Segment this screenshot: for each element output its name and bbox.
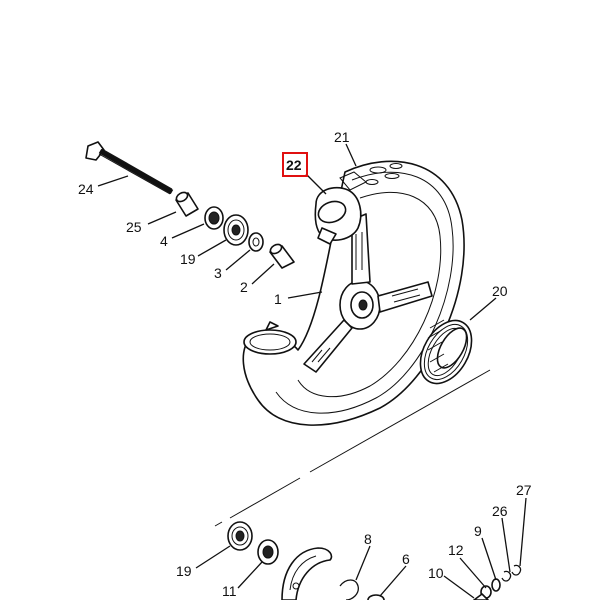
callout-25[interactable]: 25 xyxy=(126,219,142,235)
tire-20 xyxy=(419,319,473,385)
oil-seal-4 xyxy=(204,206,224,230)
callout-26[interactable]: 26 xyxy=(492,503,508,519)
callout-10[interactable]: 10 xyxy=(428,565,444,581)
callout-8[interactable]: 8 xyxy=(364,531,372,547)
spring-8 xyxy=(339,579,359,600)
callout-2[interactable]: 2 xyxy=(240,279,248,295)
callout-11[interactable]: 11 xyxy=(222,583,237,599)
callout-21[interactable]: 21 xyxy=(334,129,350,145)
callout-24[interactable]: 24 xyxy=(78,181,94,197)
collar-2 xyxy=(269,243,295,269)
callout-9[interactable]: 9 xyxy=(474,523,482,539)
callout-20[interactable]: 20 xyxy=(492,283,508,299)
axle-bolt xyxy=(85,141,174,195)
gear-11 xyxy=(257,539,279,565)
cam-6 xyxy=(367,594,385,600)
rear-wheel xyxy=(242,160,465,426)
bearing-19-upper xyxy=(223,214,249,246)
callout-27[interactable]: 27 xyxy=(516,482,532,498)
callout-22[interactable]: 22 xyxy=(286,157,302,173)
callout-4[interactable]: 4 xyxy=(160,233,168,249)
leader-lines xyxy=(97,143,527,599)
callout-19-lower[interactable]: 19 xyxy=(176,563,192,579)
valve-assembly-22 xyxy=(314,171,367,245)
spacer-25 xyxy=(175,191,199,217)
callout-6[interactable]: 6 xyxy=(402,551,410,567)
callout-12[interactable]: 12 xyxy=(448,542,464,558)
callout-3[interactable]: 3 xyxy=(214,265,222,281)
bearing-19-lower xyxy=(227,521,253,551)
highlight-box-22 xyxy=(282,152,308,177)
brake-shoe xyxy=(281,547,333,600)
callout-1[interactable]: 1 xyxy=(274,291,282,307)
washer-3 xyxy=(248,232,264,252)
callout-labels: 21 22 24 25 4 19 3 2 1 20 27 26 9 8 12 6… xyxy=(78,129,532,599)
callout-19-upper[interactable]: 19 xyxy=(180,251,196,267)
